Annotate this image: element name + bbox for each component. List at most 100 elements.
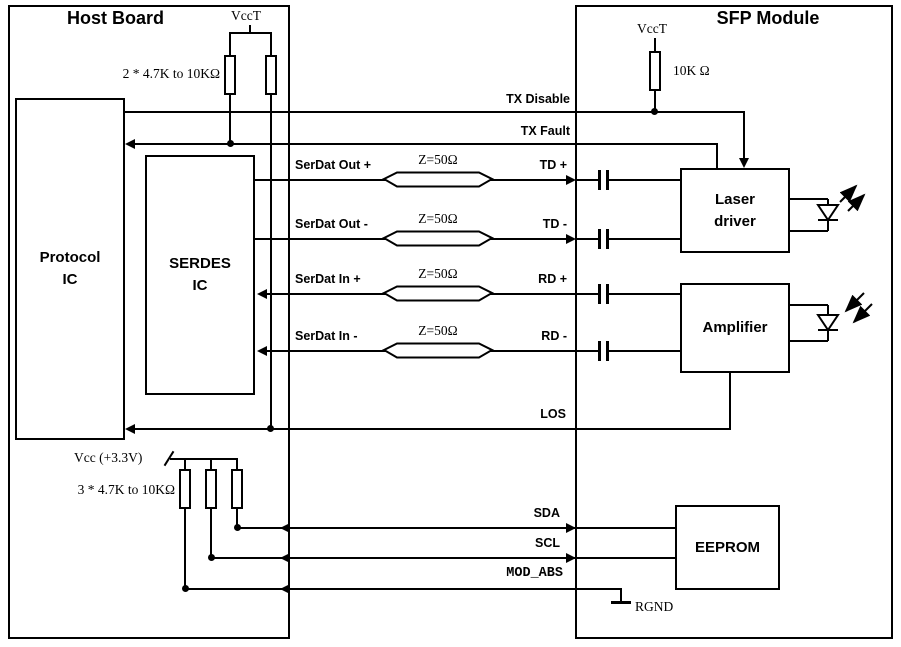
laser-driver-block: Laser driver bbox=[680, 168, 790, 253]
capacitor-td-p-1 bbox=[598, 170, 601, 190]
arrow-scl-sfp bbox=[566, 553, 576, 563]
wire-vcct-sfp-stub bbox=[654, 38, 656, 51]
serdat-in-n-label: SerDat In - bbox=[295, 329, 358, 343]
serdes-ic-label: SERDES IC bbox=[169, 255, 231, 294]
amplifier-label: Amplifier bbox=[702, 319, 768, 337]
serdes-ic-block: SERDES IC bbox=[145, 155, 255, 395]
td-n-label: TD - bbox=[542, 217, 567, 231]
junction-tx-disable-pullup bbox=[651, 108, 658, 115]
wire-i2c-pullup2-top bbox=[210, 458, 212, 469]
rd-n-label: RD - bbox=[541, 329, 567, 343]
wire-mod-abs bbox=[185, 588, 622, 590]
laser-diode-icon bbox=[790, 184, 866, 232]
arrow-tx-fault bbox=[125, 139, 135, 149]
wire-rgnd-stub bbox=[620, 588, 622, 601]
eeprom-label: EEPROM bbox=[694, 538, 760, 556]
sfp-module-title: SFP Module bbox=[716, 8, 820, 28]
sfp-module-outline bbox=[575, 5, 893, 639]
vcc33-label: Vcc (+3.3V) bbox=[74, 450, 143, 465]
sfp-pullup-label: 10K Ω bbox=[673, 63, 710, 78]
rgnd-label: RGND bbox=[635, 599, 674, 614]
photodiode-icon bbox=[790, 292, 873, 342]
arrow-scl-host bbox=[280, 553, 290, 563]
rd-p-label: RD + bbox=[538, 272, 567, 286]
wire-i2c-pullup2-bottom bbox=[210, 509, 212, 559]
tx-fault-label: TX Fault bbox=[520, 124, 570, 138]
z50-label-1: Z=50Ω bbox=[418, 152, 458, 167]
z50-label-2: Z=50Ω bbox=[418, 211, 458, 226]
wire-pullup1-top bbox=[229, 32, 231, 55]
arrow-td-p bbox=[566, 175, 576, 185]
wire-rd-p-b bbox=[609, 293, 680, 295]
capacitor-rd-n-2 bbox=[606, 341, 609, 361]
wire-scl bbox=[211, 557, 675, 559]
host-board-outline bbox=[8, 5, 290, 639]
resistor-pullup-modabs bbox=[179, 469, 191, 509]
sda-label: SDA bbox=[533, 506, 560, 520]
wire-pullup-sfp-bottom bbox=[654, 91, 656, 112]
arrow-tx-disable bbox=[739, 158, 749, 168]
protocol-ic-block: Protocol IC bbox=[15, 98, 125, 440]
resistor-pullup-los bbox=[265, 55, 277, 95]
capacitor-rd-p-1 bbox=[598, 284, 601, 304]
arrow-rd-n bbox=[257, 346, 267, 356]
impedance-symbol-td-p bbox=[381, 171, 495, 188]
arrow-td-n bbox=[566, 234, 576, 244]
wire-vcc-bus bbox=[170, 458, 238, 460]
z50-label-3: Z=50Ω bbox=[418, 266, 458, 281]
i2c-pullups-label: 3 * 4.7K to 10KΩ bbox=[77, 482, 175, 497]
arrow-sda-sfp bbox=[566, 523, 576, 533]
vcct-host-label: VccT bbox=[231, 8, 261, 23]
capacitor-td-n-1 bbox=[598, 229, 601, 249]
mod-abs-label: MOD_ABS bbox=[506, 566, 563, 581]
protocol-ic-label: Protocol IC bbox=[39, 249, 101, 288]
wire-td-n-b bbox=[576, 238, 598, 240]
arrow-los bbox=[125, 424, 135, 434]
td-p-label: TD + bbox=[539, 158, 567, 172]
wire-td-p-c bbox=[609, 179, 680, 181]
arrow-rd-p bbox=[257, 289, 267, 299]
wire-los-from-amp bbox=[729, 371, 731, 430]
wire-los bbox=[134, 428, 731, 430]
wire-pullup1-bottom bbox=[229, 95, 231, 145]
capacitor-rd-n-1 bbox=[598, 341, 601, 361]
wire-rd-n-b bbox=[609, 350, 680, 352]
tx-disable-label: TX Disable bbox=[506, 92, 570, 106]
serdat-in-p-label: SerDat In + bbox=[295, 272, 361, 286]
impedance-symbol-td-n bbox=[381, 230, 495, 247]
arrow-mod-abs-host bbox=[280, 584, 290, 594]
capacitor-td-n-2 bbox=[606, 229, 609, 249]
wire-tx-fault-drop bbox=[716, 143, 718, 169]
z50-label-4: Z=50Ω bbox=[418, 323, 458, 338]
wire-i2c-pullup1-top bbox=[184, 458, 186, 469]
wire-i2c-pullup1-bottom bbox=[184, 509, 186, 590]
resistor-pullup-sda bbox=[231, 469, 243, 509]
wire-tx-disable bbox=[125, 111, 745, 113]
vcct-sfp-label: VccT bbox=[637, 21, 667, 36]
rgnd-ground-bar bbox=[611, 601, 631, 604]
wire-tx-disable-drop bbox=[743, 111, 745, 159]
wire-pullup2-bottom bbox=[270, 95, 272, 430]
amplifier-block: Amplifier bbox=[680, 283, 790, 373]
impedance-symbol-rd-n bbox=[381, 342, 495, 359]
arrow-sda-host bbox=[280, 523, 290, 533]
capacitor-td-p-2 bbox=[606, 170, 609, 190]
wire-vcct-host-stub bbox=[249, 25, 251, 33]
wire-vcct-host-bar bbox=[229, 32, 272, 34]
resistor-pullup-sfp bbox=[649, 51, 661, 91]
resistor-pullup-scl bbox=[205, 469, 217, 509]
serdat-out-p-label: SerDat Out + bbox=[295, 158, 372, 172]
capacitor-rd-p-2 bbox=[606, 284, 609, 304]
eeprom-block: EEPROM bbox=[675, 505, 780, 590]
wire-tx-fault bbox=[134, 143, 718, 145]
wire-td-p-b bbox=[576, 179, 598, 181]
wire-sda bbox=[237, 527, 675, 529]
resistor-pullup-txfault bbox=[224, 55, 236, 95]
impedance-symbol-rd-p bbox=[381, 285, 495, 302]
wire-td-n-c bbox=[609, 238, 680, 240]
serdat-out-n-label: SerDat Out - bbox=[295, 217, 368, 231]
wire-pullup2-top bbox=[270, 32, 272, 55]
wire-i2c-pullup3-bottom bbox=[236, 509, 238, 529]
scl-label: SCL bbox=[535, 536, 560, 550]
